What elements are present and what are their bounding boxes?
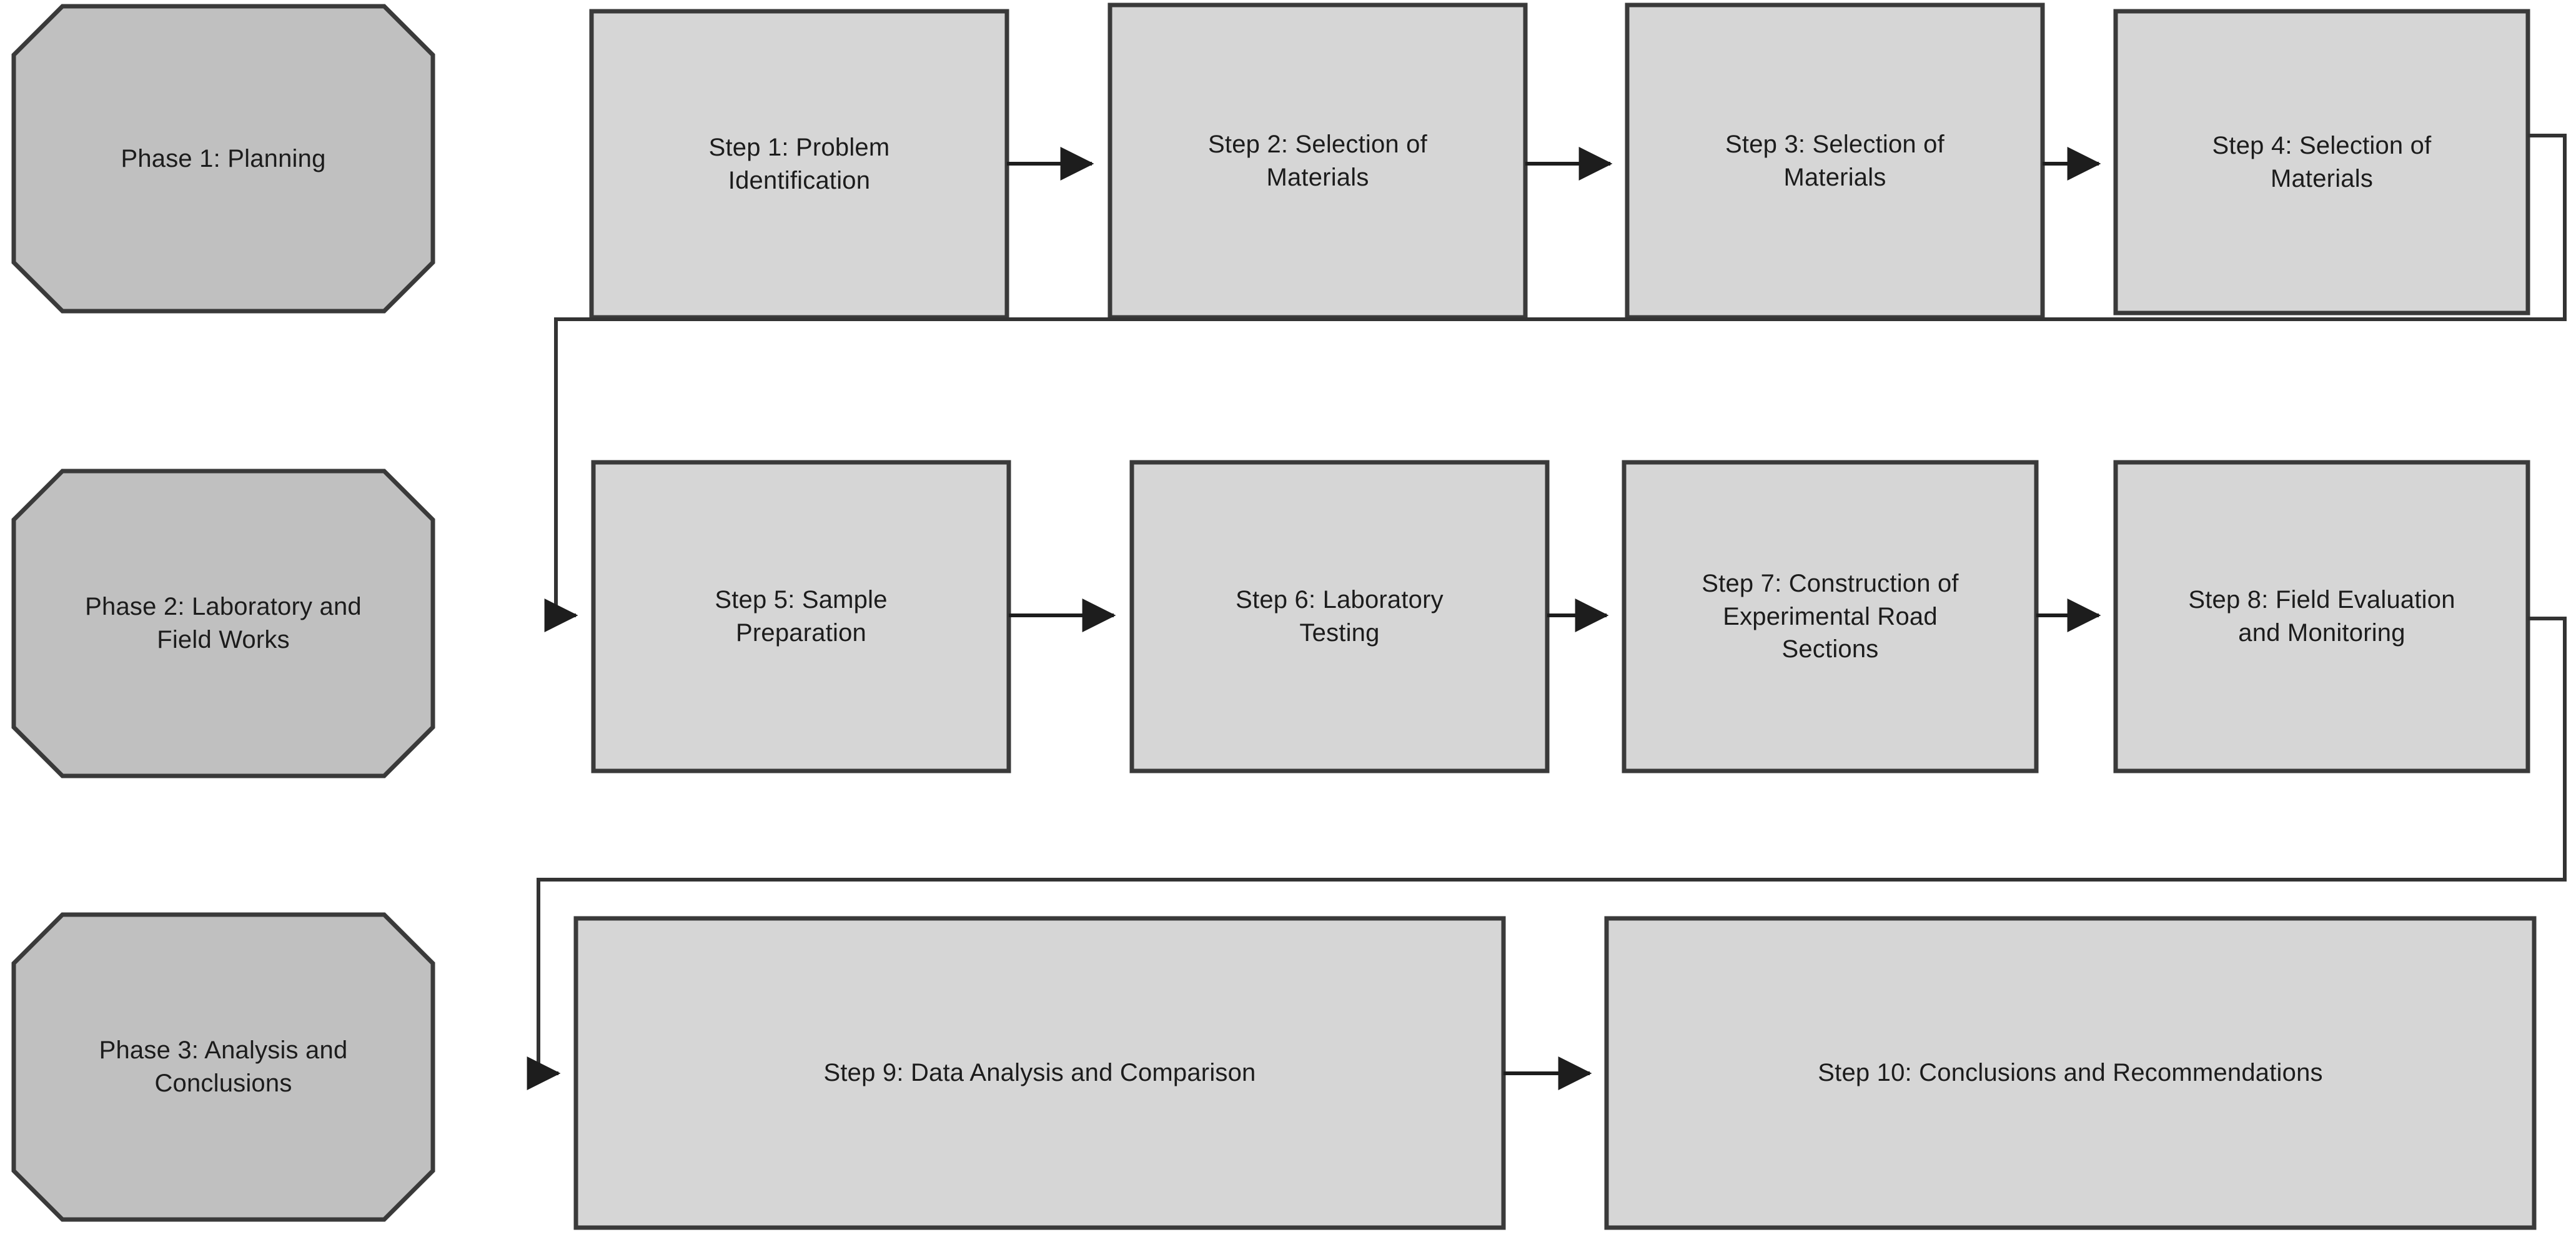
step-shape-2[interactable] bbox=[1107, 2, 1528, 320]
step-shape-8[interactable] bbox=[2113, 460, 2530, 773]
step-shape-10[interactable] bbox=[1604, 916, 2537, 1230]
phase-shape-3[interactable] bbox=[11, 912, 435, 1222]
connector-step8-step9 bbox=[527, 617, 2567, 1090]
step-shape-6[interactable] bbox=[1129, 460, 1550, 773]
step-shape-7[interactable] bbox=[1622, 460, 2039, 773]
step-shape-4[interactable] bbox=[2113, 9, 2530, 315]
step-shape-1[interactable] bbox=[589, 9, 1009, 320]
step-shape-9[interactable] bbox=[573, 916, 1506, 1230]
step-shape-5[interactable] bbox=[591, 460, 1011, 773]
step-shape-3[interactable] bbox=[1625, 2, 2045, 320]
connector-step4-step5 bbox=[544, 134, 2567, 632]
phase-shape-1[interactable] bbox=[11, 4, 435, 314]
phase-shape-2[interactable] bbox=[11, 469, 435, 778]
